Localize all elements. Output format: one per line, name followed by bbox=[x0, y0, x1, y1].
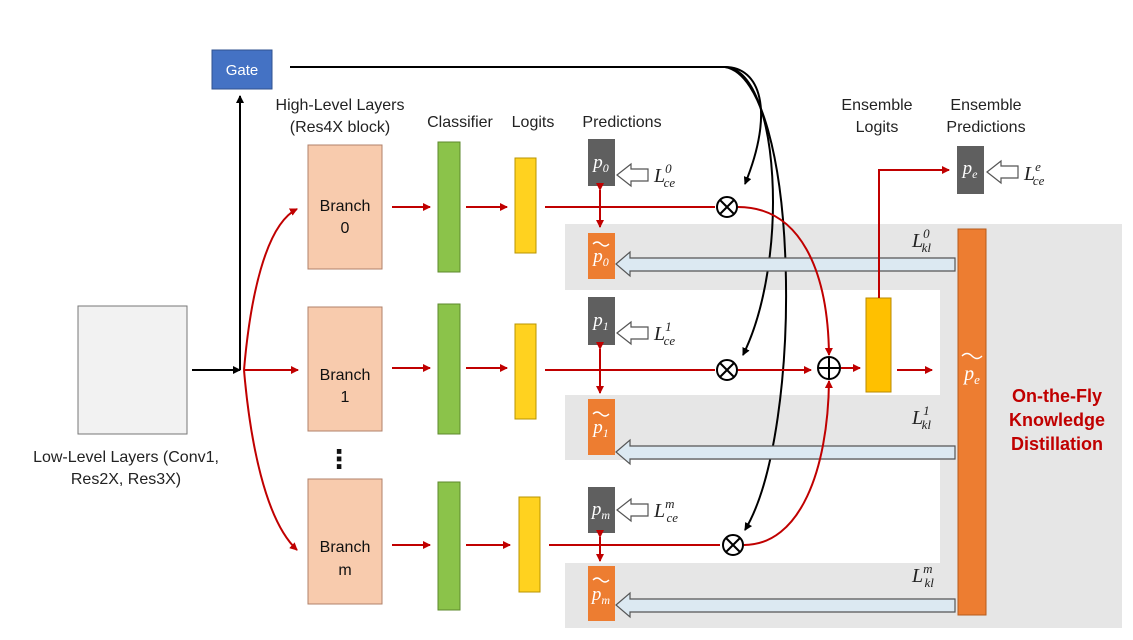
ensemble-soft-prediction-symbol: pe bbox=[962, 363, 980, 387]
ensemble-ce-loss-arrow bbox=[986, 159, 1019, 185]
high-level-header-line2: (Res4X block) bbox=[290, 119, 390, 136]
sum-node bbox=[817, 356, 841, 380]
branch-label-line2: m bbox=[338, 562, 351, 579]
gate-box bbox=[211, 49, 273, 90]
branch-label-line2: 0 bbox=[341, 220, 350, 237]
branch-ellipsis: ⋮ bbox=[326, 445, 352, 475]
branch-label-line1: Branch bbox=[320, 367, 371, 384]
tilde-mark bbox=[592, 577, 610, 583]
kl-loss-arrow bbox=[615, 438, 956, 466]
logits-header: Logits bbox=[512, 114, 555, 131]
otf-title-line1: On-the-Fly bbox=[1012, 386, 1102, 406]
branch-label-line2: 1 bbox=[341, 389, 350, 406]
otf-title-line3: Distillation bbox=[1011, 434, 1103, 454]
multiply-node bbox=[716, 359, 738, 381]
tilde-mark bbox=[592, 411, 610, 417]
ensemble-predictions-header-line1: Ensemble bbox=[950, 97, 1021, 114]
fan-arrow-branch0 bbox=[243, 208, 298, 371]
tilde-mark bbox=[592, 241, 610, 247]
multiply-node bbox=[722, 534, 744, 556]
classifier-header: Classifier bbox=[427, 114, 493, 131]
branch-label-line1: Branch bbox=[320, 198, 371, 215]
kl-loss-arrow bbox=[615, 591, 956, 619]
ensemble-logits-header-line1: Ensemble bbox=[841, 97, 912, 114]
otf-title-line2: Knowledge bbox=[1009, 410, 1105, 430]
branch-box bbox=[307, 144, 383, 270]
soft-prediction-symbol: p1 bbox=[591, 417, 609, 440]
branch-label-line1: Branch bbox=[320, 539, 371, 556]
gate-label: Gate bbox=[226, 62, 259, 79]
fan-arrow-branchm bbox=[243, 369, 298, 551]
soft-prediction-symbol: pm bbox=[590, 584, 611, 607]
kl-loss-arrow bbox=[615, 250, 956, 278]
prediction-symbol: p1 bbox=[591, 310, 609, 333]
p-sub: 0 bbox=[603, 161, 609, 175]
soft-prediction-box bbox=[588, 566, 615, 621]
ensemble-logits-to-prediction-arrow bbox=[878, 166, 950, 298]
ce-loss-arrow bbox=[616, 162, 649, 188]
ensemble-prediction-symbol: pe bbox=[961, 158, 979, 181]
branch-box bbox=[307, 306, 383, 432]
prediction-box bbox=[588, 487, 615, 533]
predictions-header: Predictions bbox=[582, 114, 661, 131]
prediction-symbol: p0 bbox=[591, 152, 609, 175]
classifier-bar bbox=[437, 141, 461, 273]
ce-loss-arrow bbox=[616, 497, 649, 523]
branch-box bbox=[307, 478, 383, 605]
prediction-box bbox=[588, 297, 615, 345]
low-level-layers-box bbox=[77, 305, 188, 435]
ensemble-prediction-box bbox=[957, 146, 984, 194]
classifier-bar bbox=[437, 303, 461, 435]
tilde-mark bbox=[961, 352, 983, 360]
ensemble-logits-bar bbox=[865, 297, 892, 393]
logits-bar bbox=[518, 496, 541, 593]
classifier-bar bbox=[437, 481, 461, 611]
ensemble-logits-header-line2: Logits bbox=[856, 119, 899, 136]
soft-prediction-box bbox=[588, 233, 615, 279]
prediction-box bbox=[588, 139, 615, 186]
low-level-label-line2: Res2X, Res3X) bbox=[71, 471, 181, 488]
multiply-node bbox=[716, 196, 738, 218]
logits-bar bbox=[514, 157, 537, 254]
ce-loss-arrow bbox=[616, 320, 649, 346]
p-base: p bbox=[591, 152, 603, 173]
mult-to-sum-arrow bbox=[743, 380, 833, 546]
prediction-symbol: pm bbox=[590, 499, 611, 522]
ensemble-soft-prediction-bar bbox=[957, 228, 987, 616]
ensemble-predictions-header-line2: Predictions bbox=[946, 119, 1025, 136]
mult-to-sum-arrow bbox=[737, 206, 833, 356]
soft-prediction-box bbox=[588, 399, 615, 455]
high-level-header-line1: High-Level Layers bbox=[276, 97, 405, 114]
logits-bar bbox=[514, 323, 537, 420]
soft-prediction-symbol: p0 bbox=[591, 246, 609, 269]
gate-line-to-mult2 bbox=[724, 66, 788, 531]
low-level-label-line1: Low-Level Layers (Conv1, bbox=[33, 449, 219, 466]
